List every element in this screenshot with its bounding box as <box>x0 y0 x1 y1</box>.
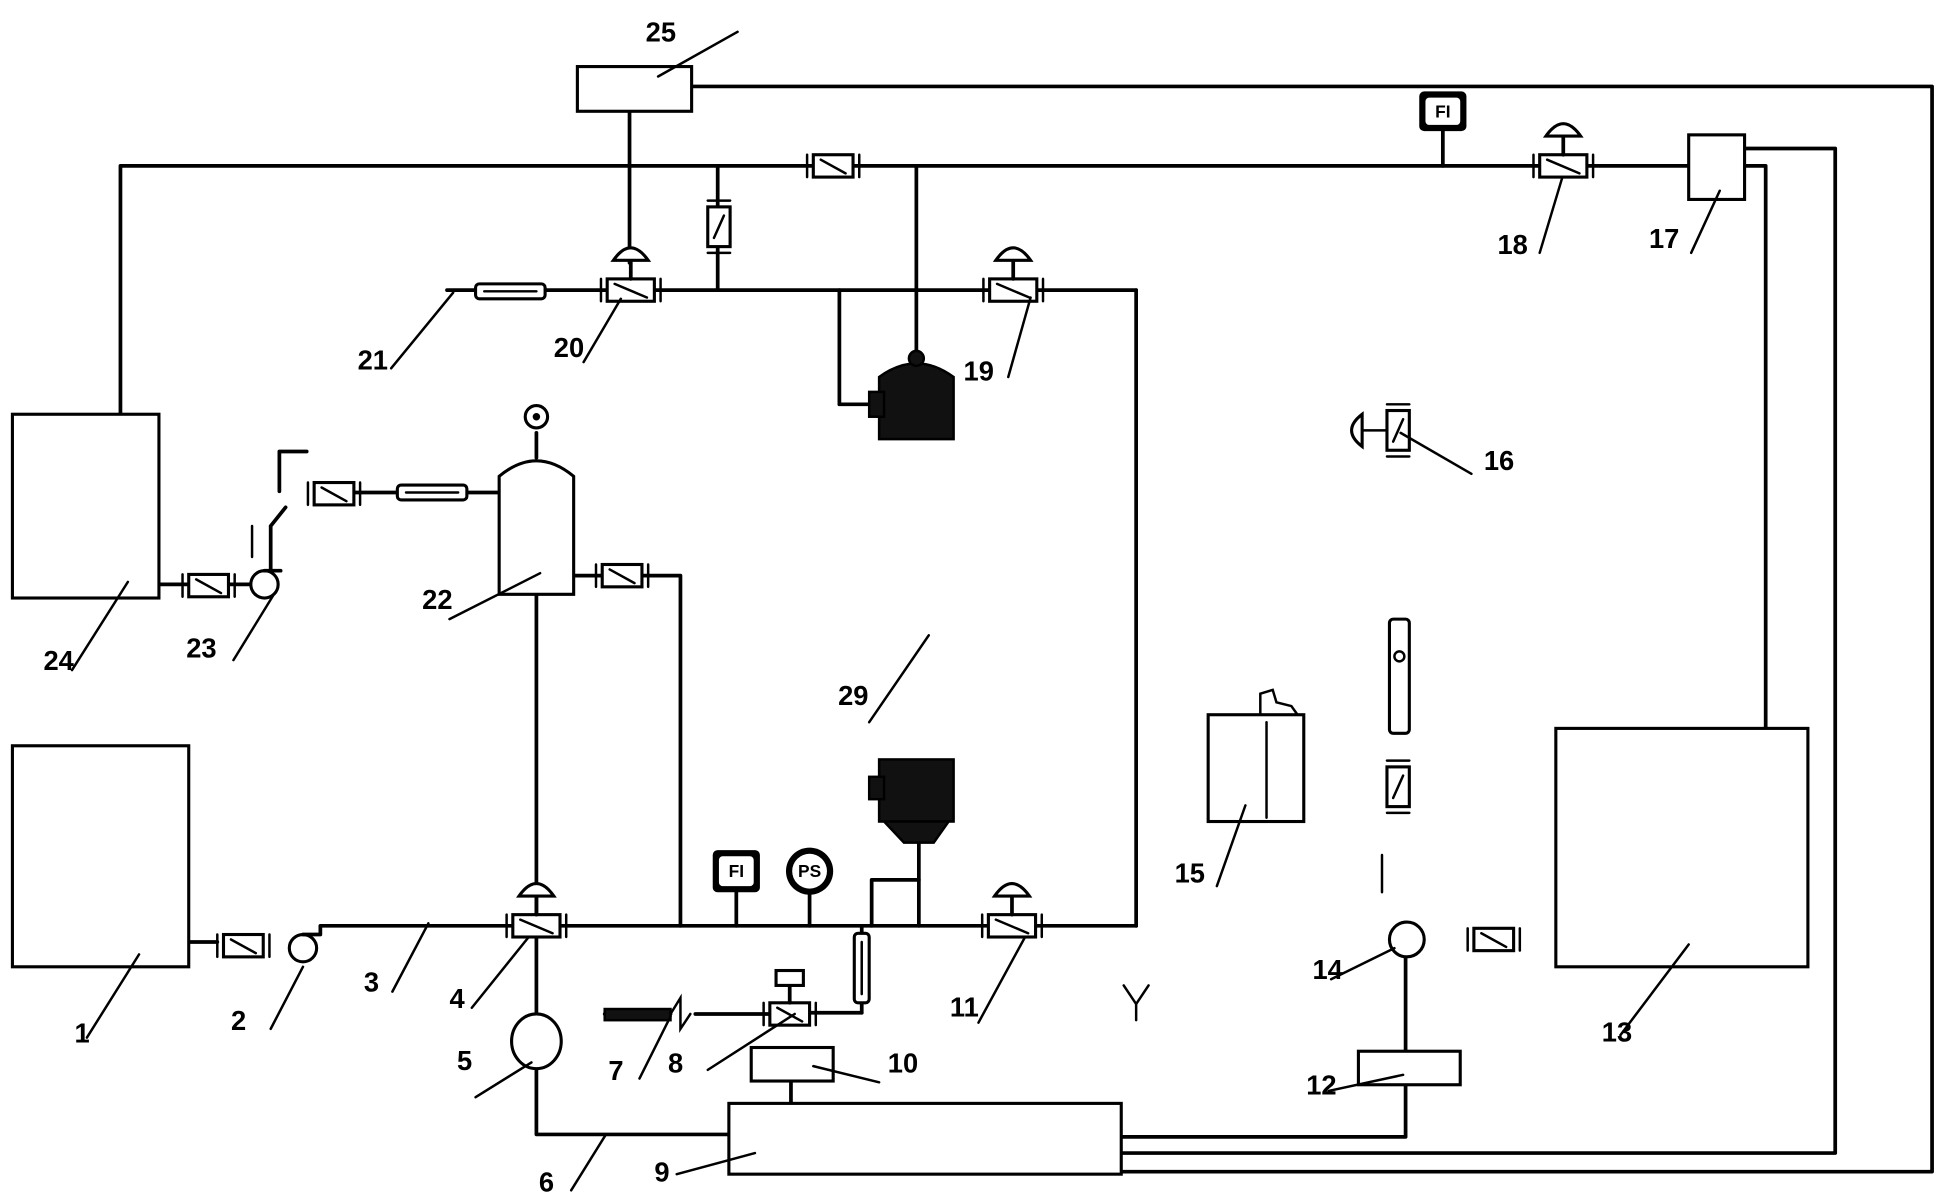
item-7-block <box>603 1007 672 1022</box>
flowmeter-icon <box>474 282 547 301</box>
unit-17 <box>1687 133 1747 201</box>
fi-top-label: FI <box>1435 101 1450 121</box>
label-23: 23 <box>186 633 216 664</box>
pump-icon <box>510 1012 563 1071</box>
controller-25 <box>575 65 694 113</box>
label-11: 11 <box>950 991 979 1022</box>
unit-10 <box>749 1045 835 1083</box>
tank-24 <box>10 412 161 600</box>
label-2: 2 <box>231 1005 246 1036</box>
label-18: 18 <box>1497 229 1527 260</box>
gate-valve-icon <box>805 153 861 179</box>
vessel-22 <box>497 404 576 596</box>
gate-valve-icon <box>1350 403 1411 458</box>
motor-icon <box>867 349 955 441</box>
label-9: 9 <box>654 1157 669 1188</box>
label-10: 10 <box>888 1047 918 1078</box>
label-8: 8 <box>668 1047 683 1078</box>
label-22: 22 <box>422 584 452 615</box>
gate-valve-icon <box>306 480 362 507</box>
gate-valve-icon <box>706 199 732 255</box>
check-valve-icon <box>669 993 692 1033</box>
gate-valve-icon <box>594 562 650 589</box>
ps-label: PS <box>798 861 821 881</box>
unit-12 <box>1356 1049 1462 1087</box>
label-7: 7 <box>608 1055 623 1086</box>
fi-bottom-label: FI <box>729 861 744 881</box>
flow-indicator-top: FI <box>1419 91 1467 132</box>
gate-valve-icon <box>216 932 271 959</box>
leader-lines <box>70 30 1721 1192</box>
component-labels: 1 2 3 4 5 6 7 8 9 10 11 12 13 14 15 16 1… <box>43 17 1679 1198</box>
label-25: 25 <box>646 17 676 48</box>
pneumatic-control-valve-icon <box>505 882 568 939</box>
pump-icon <box>287 932 323 964</box>
tank-13 <box>1554 726 1810 969</box>
flowmeter-icon <box>1387 617 1411 735</box>
tank-1 <box>10 744 191 969</box>
label-5: 5 <box>457 1045 472 1076</box>
pneumatic-control-valve-icon <box>982 246 1045 303</box>
label-14: 14 <box>1312 954 1343 985</box>
label-19: 19 <box>964 356 994 387</box>
gate-valve-icon <box>762 968 818 1027</box>
pneumatic-control-valve-icon <box>599 246 662 303</box>
pressure-switch: PS <box>785 847 834 895</box>
flow-indicator-bottom: FI <box>712 850 760 893</box>
label-20: 20 <box>554 332 584 363</box>
label-13: 13 <box>1602 1016 1632 1047</box>
flowmeter-icon <box>395 483 469 502</box>
label-24: 24 <box>43 645 74 676</box>
piping <box>118 84 1934 1174</box>
container-15 <box>1206 688 1306 824</box>
label-21: 21 <box>358 345 388 376</box>
label-29: 29 <box>838 680 868 711</box>
pneumatic-control-valve-icon <box>1532 122 1595 179</box>
gate-valve-icon <box>181 572 236 599</box>
motor-icon <box>867 758 955 844</box>
pneumatic-control-valve-icon <box>980 882 1044 939</box>
flowmeter-icon <box>852 931 871 1005</box>
gate-valve-icon <box>1385 759 1411 815</box>
label-17: 17 <box>1649 223 1679 254</box>
pump-icon <box>1387 920 1426 959</box>
gate-valve-icon <box>1466 926 1522 953</box>
label-15: 15 <box>1175 857 1205 888</box>
main-unit-9 <box>727 1101 1123 1176</box>
label-12: 12 <box>1306 1070 1336 1101</box>
pump-icon <box>249 568 283 600</box>
label-6: 6 <box>539 1167 554 1198</box>
label-4: 4 <box>449 983 465 1014</box>
label-16: 16 <box>1484 445 1514 476</box>
label-3: 3 <box>364 967 379 998</box>
label-1: 1 <box>75 1018 90 1049</box>
